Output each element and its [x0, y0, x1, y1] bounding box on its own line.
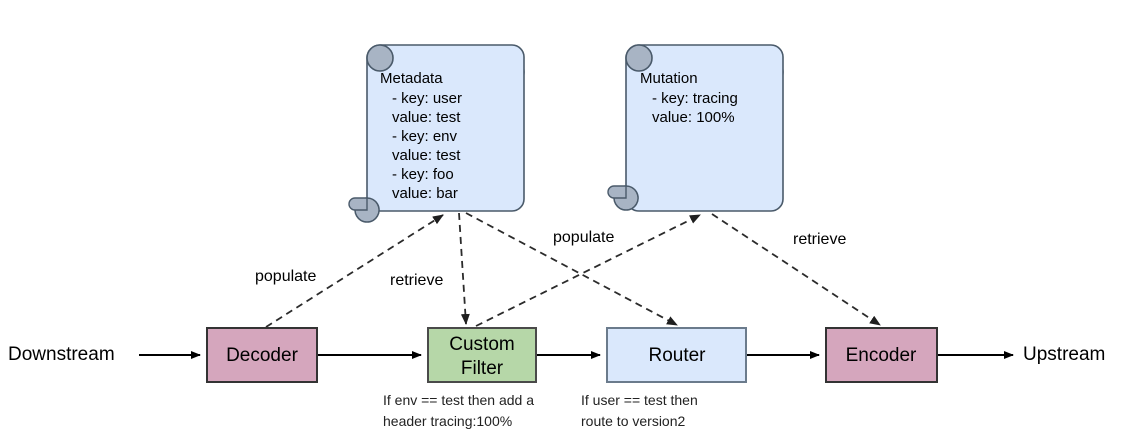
- edge-metadata-retrieve-router: [465, 212, 678, 326]
- mutation-doc-curl-bottom-notch: [607, 185, 627, 199]
- metadata-doc-line-2: - key: env: [392, 128, 458, 145]
- mutation-doc-line-0: - key: tracing: [652, 90, 738, 107]
- edge-decoder-populate-metadata: [265, 214, 444, 328]
- metadata-doc-title: Metadata: [380, 70, 443, 87]
- node-custom-filter[interactable]: Custom Filter: [427, 327, 537, 383]
- edge-label-populate-decoder: populate: [255, 268, 316, 285]
- encoder-label: Encoder: [846, 345, 917, 366]
- custom-filter-caption-line-1: header tracing:100%: [383, 413, 512, 429]
- router-box[interactable]: [606, 327, 747, 383]
- encoder-box[interactable]: [825, 327, 938, 383]
- edge-label-retrieve-filter: retrieve: [390, 272, 443, 289]
- caption-custom-filter: If env == test then add a header tracing…: [383, 392, 534, 429]
- mutation-doc-title: Mutation: [640, 70, 698, 87]
- mutation-document: Mutation - key: tracing value: 100%: [607, 44, 784, 212]
- metadata-doc-line-0: - key: user: [392, 90, 462, 107]
- metadata-doc-line-3: value: test: [392, 147, 461, 164]
- router-caption-line-1: route to version2: [581, 413, 685, 429]
- decoder-label: Decoder: [226, 345, 298, 366]
- custom-filter-box[interactable]: [427, 327, 537, 383]
- caption-router: If user == test then route to version2: [581, 392, 698, 429]
- router-label: Router: [648, 345, 706, 366]
- edge-label-populate-mutation: populate: [553, 229, 614, 246]
- metadata-edges: [265, 212, 881, 328]
- edge-mutation-retrieve-encoder: [711, 213, 881, 326]
- router-caption-line-0: If user == test then: [581, 392, 698, 408]
- metadata-doc-line-1: value: test: [392, 109, 461, 126]
- edge-label-retrieve-encoder: retrieve: [793, 231, 846, 248]
- metadata-doc-line-4: - key: foo: [392, 166, 454, 183]
- custom-filter-caption-line-0: If env == test then add a: [383, 392, 534, 408]
- decoder-box[interactable]: [206, 327, 318, 383]
- upstream-label: Upstream: [1023, 344, 1105, 365]
- metadata-doc-line-5: value: bar: [392, 185, 458, 202]
- edge-metadata-retrieve-custom-filter: [458, 212, 470, 325]
- custom-filter-label-line1: Custom: [449, 334, 514, 355]
- node-decoder[interactable]: Decoder: [206, 327, 318, 383]
- node-encoder[interactable]: Encoder: [825, 327, 938, 383]
- metadata-document: Metadata - key: user value: test - key: …: [348, 44, 525, 223]
- edge-custom-filter-populate-mutation: [475, 214, 701, 327]
- mutation-doc-curl-top: [625, 44, 653, 72]
- custom-filter-label-line2: Filter: [461, 358, 504, 379]
- metadata-doc-curl-bottom-notch: [348, 197, 368, 211]
- mutation-doc-line-1: value: 100%: [652, 109, 735, 126]
- metadata-doc-curl-top: [366, 44, 394, 72]
- node-router[interactable]: Router: [606, 327, 747, 383]
- downstream-label: Downstream: [8, 344, 115, 365]
